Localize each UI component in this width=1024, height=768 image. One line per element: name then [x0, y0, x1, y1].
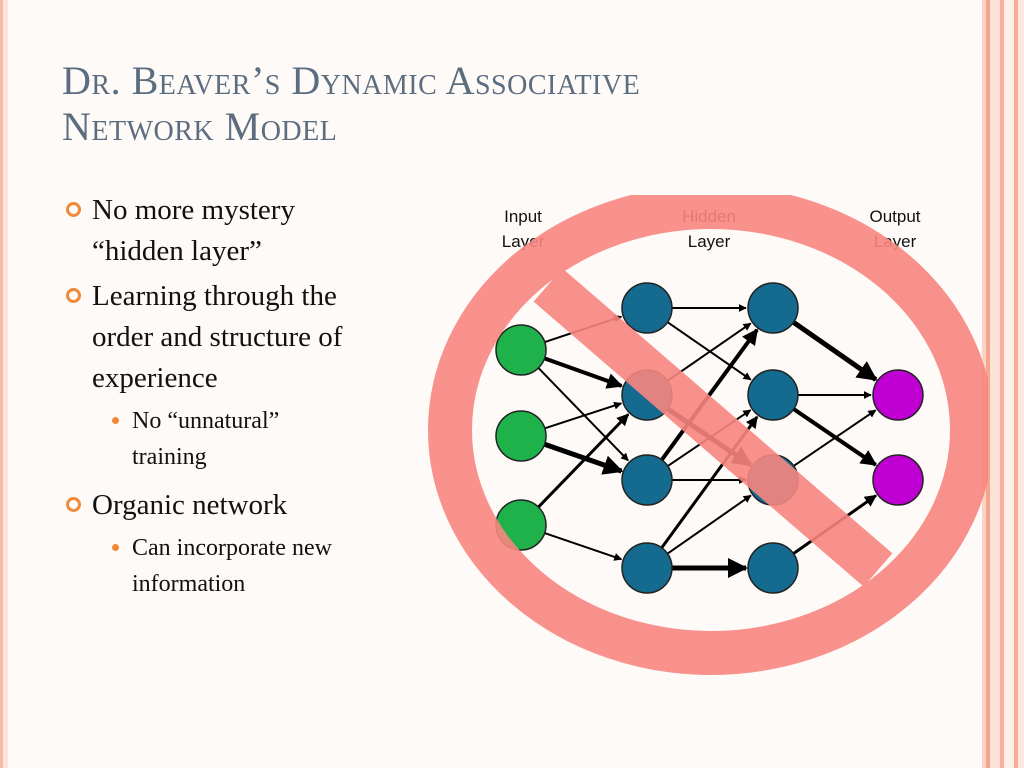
- slide-title-line1: Dr. Beaver’s Dynamic Associative: [62, 58, 641, 103]
- connection-arrow: [544, 532, 623, 561]
- hidden-node: [747, 369, 799, 421]
- slide-title-line2: Network Model: [62, 104, 338, 149]
- sub-bullet-text-line: training: [132, 444, 207, 470]
- bullet-text-line: experience: [92, 362, 218, 394]
- bullet-circle-icon: [66, 202, 81, 217]
- output-node: [872, 454, 924, 506]
- sub-bullet-dot-icon: [112, 544, 119, 551]
- bullet-text-line: order and structure of: [92, 321, 343, 353]
- output-node: [872, 369, 924, 421]
- network-edges: [537, 304, 878, 578]
- hidden-node: [621, 282, 673, 334]
- bullet-text-line: No more mystery: [92, 194, 295, 226]
- sub-bullet-text-line: Can incorporate new: [132, 535, 332, 561]
- sub-bullet-text-line: information: [132, 571, 246, 597]
- bullet-list: No more mystery “hidden layer” Learning …: [60, 190, 460, 612]
- bullet-item: Organic network: [60, 485, 460, 526]
- hidden-node: [621, 454, 673, 506]
- network-nodes: [495, 282, 924, 594]
- connection-arrow: [793, 409, 877, 467]
- output-layer-label-line1: Output: [869, 207, 920, 226]
- slide-title: Dr. Beaver’s Dynamic Associative Network…: [62, 58, 942, 150]
- connection-arrow: [792, 320, 878, 382]
- input-node: [495, 410, 547, 462]
- neural-network-diagram: Input Layer Hidden Layer Output Layer: [428, 195, 988, 675]
- connection-arrow: [666, 494, 752, 555]
- hidden-node: [747, 282, 799, 334]
- bullet-text-line: Organic network: [92, 489, 288, 521]
- sub-bullet-item: Can incorporate new information: [60, 530, 460, 602]
- hidden-node: [747, 542, 799, 594]
- right-decorative-border: [982, 0, 1024, 768]
- bullet-circle-icon: [66, 288, 81, 303]
- bullet-circle-icon: [66, 497, 81, 512]
- sub-bullet-dot-icon: [112, 417, 119, 424]
- connection-arrow: [543, 356, 624, 389]
- connection-arrow: [537, 413, 630, 509]
- hidden-node: [621, 542, 673, 594]
- bullet-item: Learning through the order and structure…: [60, 276, 460, 399]
- prohibition-bar: [533, 268, 893, 587]
- connection-arrow: [660, 328, 759, 462]
- bullet-item: No more mystery “hidden layer”: [60, 190, 460, 272]
- connection-arrow: [537, 367, 629, 462]
- connection-arrow: [543, 441, 624, 475]
- sub-bullet-item: No “unnatural” training: [60, 403, 460, 475]
- left-decorative-border: [0, 0, 8, 768]
- bullet-text-line: “hidden layer”: [92, 235, 262, 267]
- input-node: [495, 324, 547, 376]
- prohibition-sign-icon: [428, 195, 988, 675]
- bullet-text-line: Learning through the: [92, 280, 337, 312]
- input-layer-label-line1: Input: [504, 207, 542, 226]
- prohibition-ring: [428, 195, 988, 675]
- connection-arrow: [544, 401, 623, 430]
- hidden-layer-label-line2: Layer: [688, 232, 731, 251]
- sub-bullet-text-line: No “unnatural”: [132, 408, 280, 434]
